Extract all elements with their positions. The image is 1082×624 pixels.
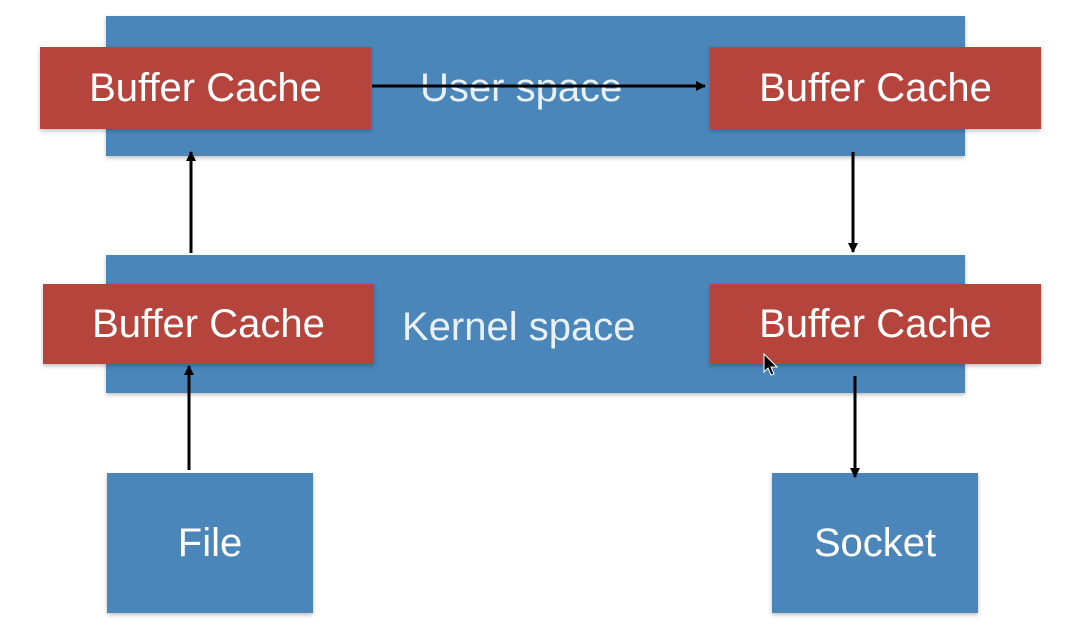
kernel-buffer-cache-left: Buffer Cache bbox=[43, 284, 374, 364]
user-buffer-cache-left: Buffer Cache bbox=[40, 47, 371, 129]
file-box: File bbox=[107, 473, 313, 613]
kernel-buffer-cache-right: Buffer Cache bbox=[710, 284, 1041, 364]
file-label: File bbox=[177, 520, 243, 565]
user-space-label: User space bbox=[420, 66, 623, 110]
socket-box: Socket bbox=[772, 473, 978, 613]
user-buffer-cache-right: Buffer Cache bbox=[710, 47, 1041, 129]
socket-label: Socket bbox=[813, 520, 937, 565]
kernel-space-label: Kernel space bbox=[402, 305, 636, 349]
